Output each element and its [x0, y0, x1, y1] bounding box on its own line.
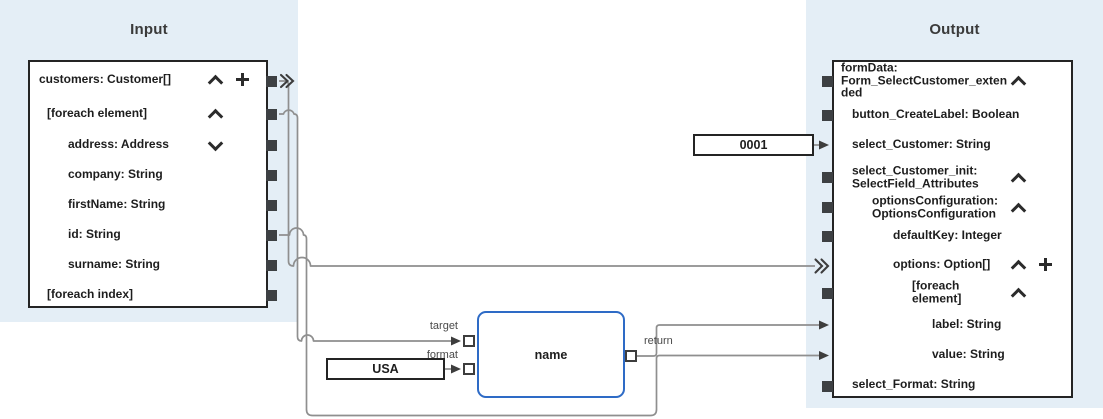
add-icon[interactable] [236, 72, 249, 86]
port-select-customer-init[interactable] [822, 171, 833, 183]
tree-node-label[interactable]: label: String [932, 316, 1002, 331]
port-formdata[interactable] [822, 75, 833, 87]
tree-node-formdata[interactable]: formData: Form_SelectCustomer_extended [841, 60, 1008, 100]
port-customers[interactable] [266, 75, 277, 87]
tree-node-company[interactable]: company: String [68, 166, 163, 181]
wire-id-to-value[interactable] [279, 227, 819, 417]
function-name-label: name [534, 347, 568, 362]
constant-format-box[interactable]: USA [326, 358, 445, 380]
output-panel-title: Output [929, 21, 980, 38]
wire-customers-to-options[interactable] [279, 80, 815, 267]
tree-node-id[interactable]: id: String [68, 226, 121, 241]
function-box-name[interactable]: name [477, 311, 625, 398]
port-select-format[interactable] [822, 380, 833, 392]
tree-node-value[interactable]: value: String [932, 346, 1005, 361]
tree-node-surname[interactable]: surname: String [68, 256, 161, 271]
target-port-label: target [429, 320, 458, 332]
tree-node-button-createlabel[interactable]: button_CreateLabel: Boolean [852, 106, 1020, 121]
collapse-chevron-icon[interactable] [1010, 258, 1027, 276]
output-schema-panel: formData: Form_SelectCustomer_extended b… [832, 60, 1073, 398]
collapse-chevron-icon[interactable] [207, 107, 224, 125]
port-defaultkey[interactable] [822, 230, 833, 242]
tree-node-select-customer-init[interactable]: select_Customer_init: SelectField_Attrib… [852, 163, 979, 190]
tree-node-optionsconfiguration[interactable]: optionsConfiguration: OptionsConfigurati… [872, 193, 998, 220]
add-icon[interactable] [1039, 257, 1052, 271]
port-surname[interactable] [266, 259, 277, 271]
tree-node-select-customer[interactable]: select_Customer: String [852, 136, 991, 151]
port-id[interactable] [266, 229, 277, 241]
tree-node-defaultkey[interactable]: defaultKey: Integer [893, 227, 1002, 242]
port-button-createlabel[interactable] [822, 109, 833, 121]
port-company[interactable] [266, 169, 277, 181]
constant-value-box[interactable]: 0001 [693, 134, 814, 156]
input-schema-panel: customers: Customer[] [foreach element] … [28, 60, 268, 308]
function-return-port[interactable] [625, 350, 637, 362]
tree-node-firstname[interactable]: firstName: String [68, 196, 166, 211]
collapse-chevron-icon[interactable] [1010, 286, 1027, 304]
foreach-out-chevrons-icon [279, 73, 295, 89]
tree-node-output-foreach-element[interactable]: [foreach element] [912, 278, 962, 305]
port-address[interactable] [266, 139, 277, 151]
arrowhead-target [451, 336, 461, 346]
wire-foreach-element-to-target[interactable] [279, 109, 451, 342]
port-output-foreach-element[interactable] [822, 287, 833, 299]
collapse-chevron-icon[interactable] [207, 73, 224, 91]
expand-chevron-icon[interactable] [207, 135, 224, 152]
input-panel-title: Input [130, 21, 168, 38]
tree-node-select-format[interactable]: select_Format: String [852, 376, 976, 391]
collapse-chevron-icon[interactable] [1010, 171, 1027, 189]
collapse-chevron-icon[interactable] [1010, 74, 1027, 92]
tree-node-customers[interactable]: customers: Customer[] [39, 71, 172, 86]
arrowhead-select-customer [819, 140, 829, 150]
tree-node-foreach-index[interactable]: [foreach index] [47, 286, 134, 301]
port-optionsconfiguration[interactable] [822, 201, 833, 213]
port-foreach-element[interactable] [266, 108, 277, 120]
function-target-port[interactable] [463, 335, 475, 347]
collapse-chevron-icon[interactable] [1010, 201, 1027, 219]
tree-node-options[interactable]: options: Option[] [893, 256, 991, 271]
foreach-in-chevrons-icon [814, 258, 830, 274]
port-firstname[interactable] [266, 199, 277, 211]
arrowhead-label [819, 320, 829, 330]
wire-return-to-label[interactable] [637, 324, 819, 357]
arrowhead-format [451, 364, 461, 374]
function-format-port[interactable] [463, 363, 475, 375]
tree-node-address[interactable]: address: Address [68, 136, 169, 151]
tree-node-foreach-element[interactable]: [foreach element] [47, 105, 148, 120]
port-foreach-index[interactable] [266, 289, 277, 301]
return-port-label: return [644, 335, 673, 347]
arrowhead-value [819, 351, 829, 360]
